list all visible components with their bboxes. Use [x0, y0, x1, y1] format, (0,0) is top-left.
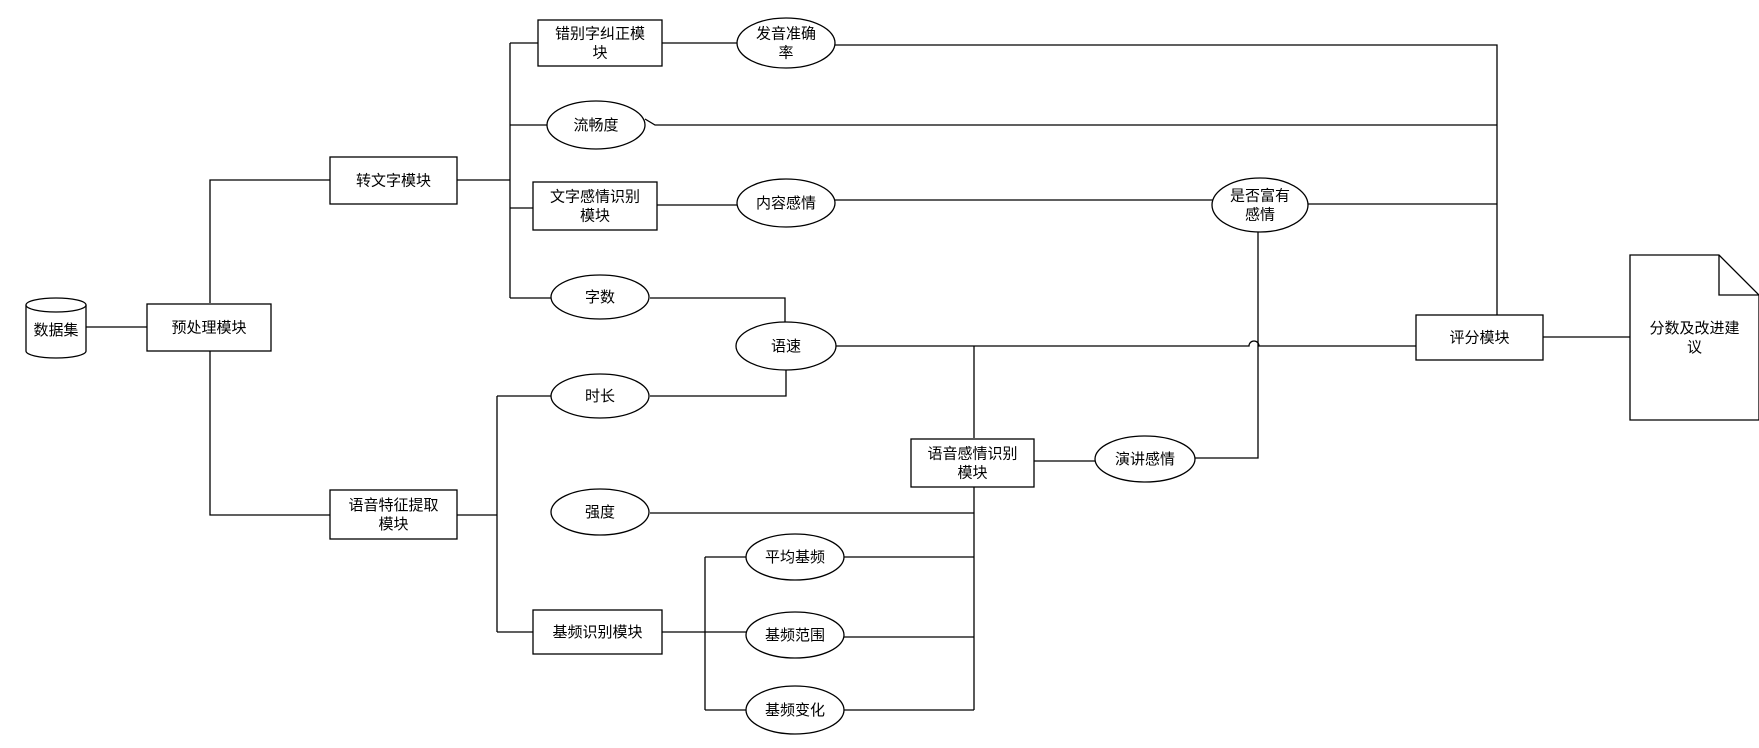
node-to-text: 转文字模块 — [329, 156, 458, 205]
connector-fluency-right — [644, 118, 1497, 126]
node-pronunciation-accuracy-ellipse — [736, 17, 836, 69]
database-icon — [25, 305, 87, 359]
node-emotional-label-2: 感情 — [1245, 206, 1275, 224]
node-speech-feature-label-2: 模块 — [378, 515, 408, 533]
node-to-text-label-1: 转文字模块 — [356, 172, 431, 190]
node-pitch-range-ellipse — [745, 611, 845, 659]
node-speech-emotion-label-2: 模块 — [957, 464, 987, 482]
node-avg-pitch: 平均基频 — [745, 533, 845, 581]
document-fold — [1718, 255, 1759, 296]
node-pitch-module: 基频识别模块 — [532, 609, 663, 655]
node-word-count-label-1: 字数 — [585, 288, 615, 306]
node-pitch-change-label-1: 基频变化 — [765, 701, 825, 719]
node-intensity-ellipse — [550, 488, 650, 536]
node-word-count-ellipse — [550, 274, 650, 320]
connector-preprocess-to-text — [209, 179, 330, 303]
node-preprocess-label-1: 预处理模块 — [171, 319, 246, 337]
node-content-emotion: 内容感情 — [736, 178, 836, 228]
node-emotional-label-1: 是否富有 — [1230, 187, 1290, 205]
nodes-layer: 数据集预处理模块转文字模块语音特征提取模块错别字纠正模块发音准确率流畅度文字感情… — [25, 17, 1759, 735]
node-fluency-label-1: 流畅度 — [573, 116, 618, 134]
node-text-emotion-label-1: 文字感情识别 — [550, 188, 640, 206]
node-dataset-label-1: 数据集 — [33, 321, 78, 339]
connector-preprocess-speech-feature — [209, 351, 330, 516]
node-to-text-box — [329, 156, 458, 205]
node-speech-rate: 语速 — [735, 321, 837, 371]
node-duration: 时长 — [550, 373, 650, 419]
node-pitch-change-ellipse — [745, 685, 845, 735]
document-icon — [1629, 254, 1759, 421]
node-content-emotion-label-1: 内容感情 — [756, 194, 816, 212]
database-top — [25, 297, 87, 313]
node-avg-pitch-label-1: 平均基频 — [765, 548, 825, 566]
node-scoring-label-1: 评分模块 — [1449, 329, 1509, 347]
node-speech-emotion-out: 演讲感情 — [1094, 435, 1196, 483]
node-text-emotion-label-2: 模块 — [580, 207, 610, 225]
node-typo-correct-label-1: 错别字纠正模 — [555, 25, 645, 43]
connector-speech-emotion-emotional — [1195, 228, 1259, 459]
node-speech-rate-label-1: 语速 — [771, 337, 801, 355]
node-speech-feature-label-1: 语音特征提取 — [348, 496, 438, 514]
node-pitch-range: 基频范围 — [745, 611, 845, 659]
node-pitch-module-label-1: 基频识别模块 — [552, 623, 642, 641]
node-scoring: 评分模块 — [1415, 314, 1544, 361]
node-content-emotion-ellipse — [736, 178, 836, 228]
node-speech-emotion-box — [910, 438, 1035, 488]
node-word-count: 字数 — [550, 274, 650, 320]
node-duration-ellipse — [550, 373, 650, 419]
connector-duration-rate — [650, 369, 787, 397]
node-speech-feature-box — [329, 489, 458, 540]
node-dataset: 数据集 — [25, 297, 87, 359]
node-intensity-label-1: 强度 — [585, 503, 615, 521]
node-pitch-module-box — [532, 609, 663, 655]
connector-word-count-rate — [650, 297, 786, 323]
connector-pronunciation-right — [835, 44, 1498, 330]
node-intensity: 强度 — [550, 488, 650, 536]
node-speech-emotion-out-ellipse — [1094, 435, 1196, 483]
connector-rate-scoring — [836, 340, 1416, 347]
node-result-label-1: 分数及改进建 — [1649, 319, 1739, 337]
node-preprocess: 预处理模块 — [146, 303, 272, 352]
node-preprocess-box — [146, 303, 272, 352]
connectors — [85, 42, 1630, 711]
node-pitch-range-label-1: 基频范围 — [765, 626, 825, 644]
node-pronunciation-accuracy-label-1: 发音准确 — [756, 25, 816, 43]
node-typo-correct-box — [537, 19, 663, 67]
node-speech-emotion-out-label-1: 演讲感情 — [1115, 450, 1175, 468]
node-result-label-2: 议 — [1687, 338, 1702, 356]
node-fluency: 流畅度 — [546, 100, 646, 150]
node-avg-pitch-ellipse — [745, 533, 845, 581]
node-pronunciation-accuracy-label-2: 率 — [778, 44, 793, 62]
node-pitch-change: 基频变化 — [745, 685, 845, 735]
node-speech-rate-ellipse — [735, 321, 837, 371]
node-text-emotion-box — [532, 181, 658, 231]
node-typo-correct-label-2: 块 — [592, 44, 607, 62]
node-duration-label-1: 时长 — [585, 387, 615, 405]
node-emotional-ellipse — [1211, 177, 1309, 233]
node-fluency-ellipse — [546, 100, 646, 150]
node-speech-emotion-label-1: 语音感情识别 — [927, 445, 1017, 463]
node-scoring-box — [1415, 314, 1544, 361]
